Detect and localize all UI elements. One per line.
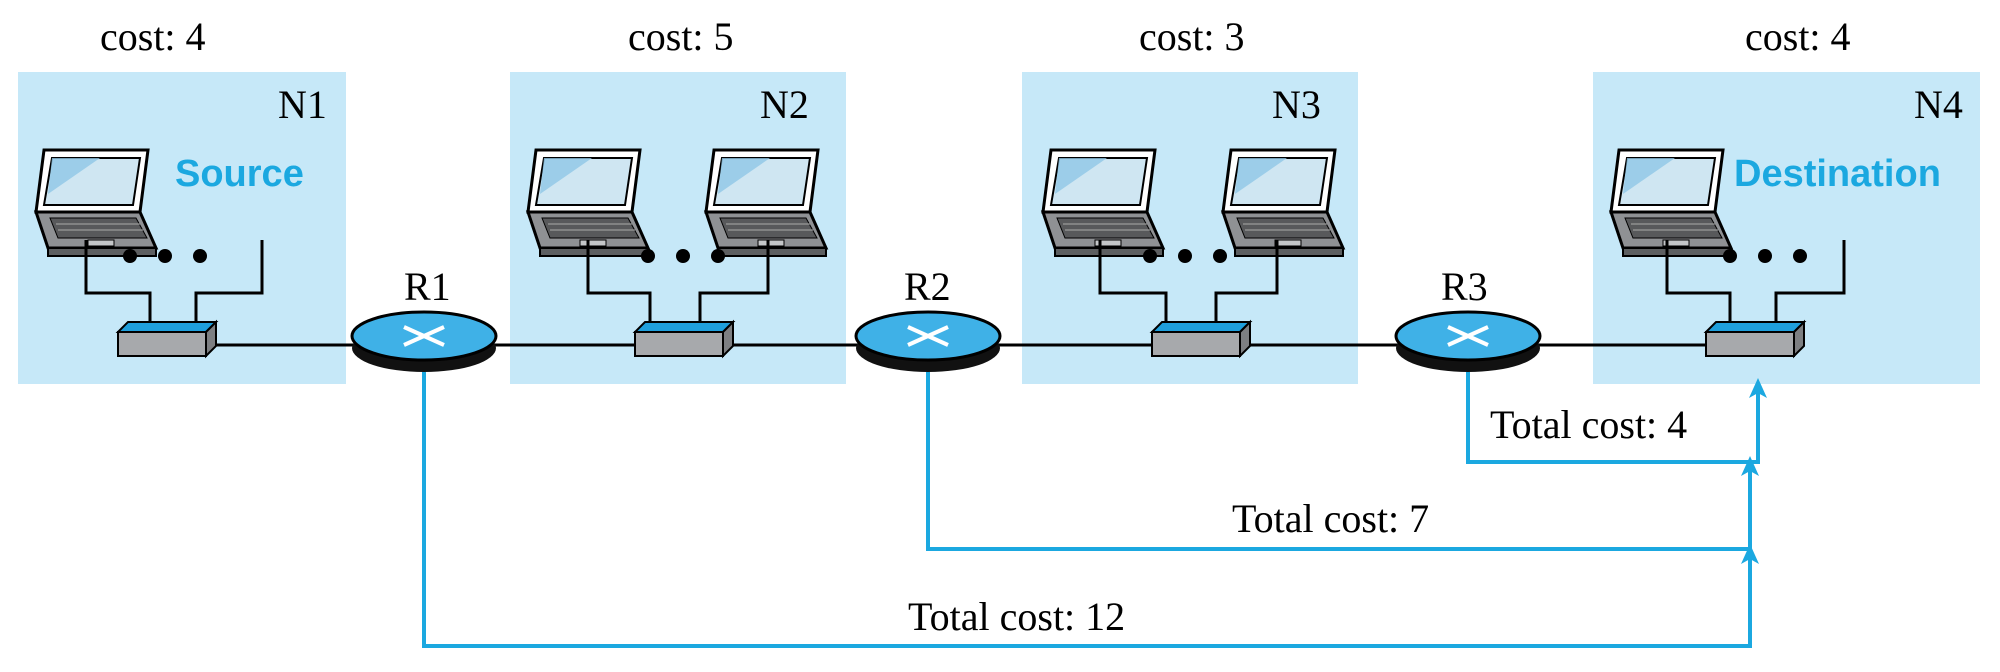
network-n2-hosts — [526, 148, 828, 357]
network-n4-hosts — [1609, 148, 1846, 357]
laptop-icon — [1609, 148, 1733, 258]
laptop-icon — [704, 148, 828, 258]
network-cost-n4: cost: 4 — [1745, 14, 1851, 59]
network-label-n4: N4 — [1914, 82, 1963, 127]
ellipsis-icon — [1143, 249, 1227, 263]
total-cost-r1: Total cost: 12 — [908, 594, 1125, 639]
ellipsis-icon — [1723, 249, 1807, 263]
network-n3-hosts — [1041, 148, 1345, 357]
total-cost-r2: Total cost: 7 — [1232, 496, 1429, 541]
path-r1-to-destination — [422, 372, 1759, 648]
router-label-r3: R3 — [1441, 264, 1488, 309]
switch-icon — [1705, 321, 1805, 357]
source-label: Source — [175, 153, 304, 195]
network-cost-n3: cost: 3 — [1139, 14, 1245, 59]
total-cost-r3: Total cost: 4 — [1490, 402, 1687, 447]
network-cost-n2: cost: 5 — [628, 14, 734, 59]
destination-label: Destination — [1734, 153, 1941, 195]
router-icon-r1 — [350, 310, 498, 374]
ellipsis-icon — [123, 249, 207, 263]
switch-icon — [634, 321, 734, 357]
laptop-icon — [1221, 148, 1345, 258]
path-r3-to-destination — [1466, 372, 1767, 464]
switch-icon — [1151, 321, 1251, 357]
router-icon-r2 — [854, 310, 1002, 374]
laptop-icon — [1041, 148, 1165, 258]
router-label-r2: R2 — [904, 264, 951, 309]
network-label-n1: N1 — [278, 82, 327, 127]
network-cost-n1: cost: 4 — [100, 14, 206, 59]
network-label-n3: N3 — [1272, 82, 1321, 127]
laptop-icon — [34, 148, 158, 258]
switch-icon — [117, 321, 217, 357]
ellipsis-icon — [641, 249, 725, 263]
network-label-n2: N2 — [760, 82, 809, 127]
router-icon-r3 — [1394, 310, 1542, 374]
network-n1-hosts — [34, 148, 264, 357]
path-r2-to-destination — [926, 372, 1759, 551]
router-label-r1: R1 — [404, 264, 451, 309]
